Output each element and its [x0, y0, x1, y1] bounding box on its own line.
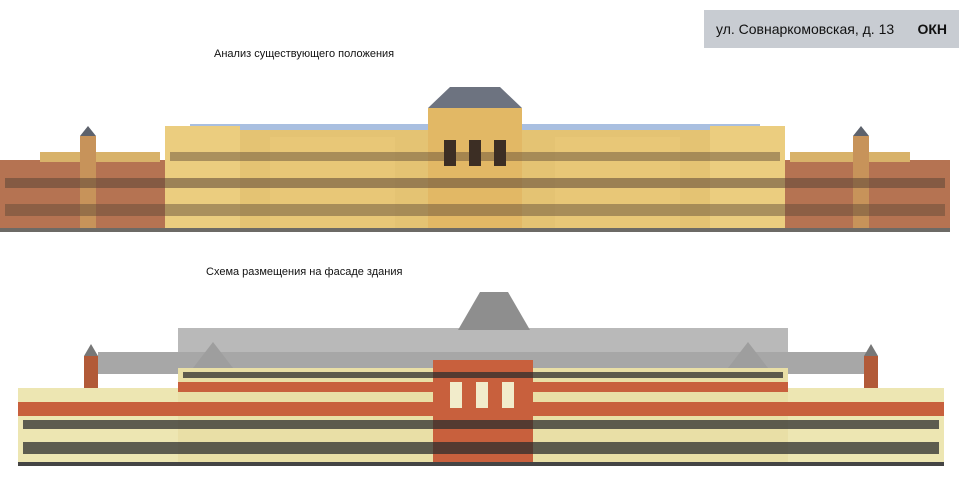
- caption-facade-scheme: Схема размещения на фасаде здания: [206, 266, 403, 278]
- address-tag: ул. Совнаркомовская, д. 13 ОКН: [704, 10, 959, 48]
- facade-drawing: [18, 292, 944, 466]
- caption-existing-analysis: Анализ существующего положения: [214, 48, 395, 60]
- address-text: ул. Совнаркомовская, д. 13: [716, 21, 895, 37]
- facade-photo: [0, 87, 950, 232]
- okn-badge: ОКН: [917, 21, 947, 37]
